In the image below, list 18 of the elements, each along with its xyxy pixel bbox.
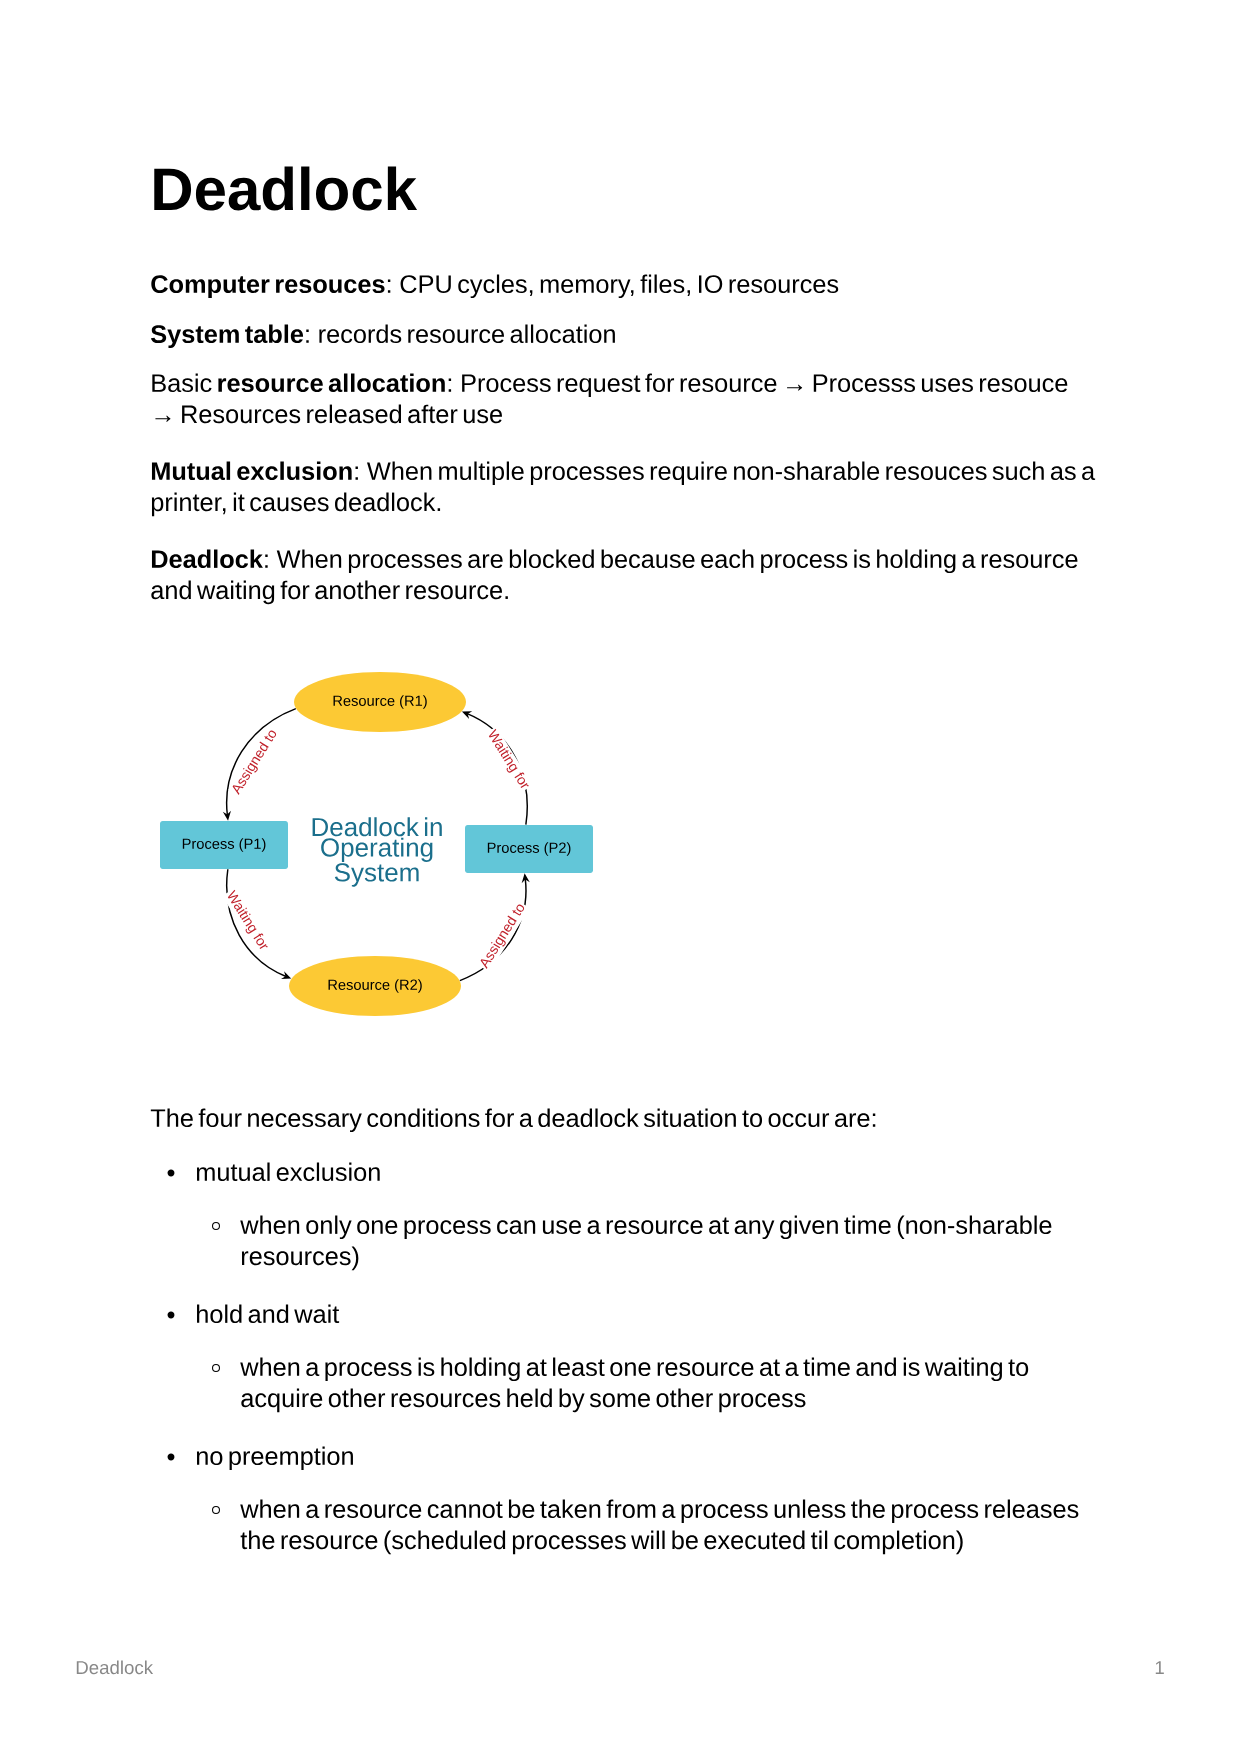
page-title: Deadlock [154,166,418,211]
bullet-item: when only one process can use a resource at any given time (non-sharable resources) [240,1215,1052,1271]
process-box: Process (P2) [465,825,593,873]
paragraph: System table: records resource allocation [151,324,615,349]
center-label: Deadlock in Operating System [312,817,442,887]
paragraph: The four necessary conditions for a deadlock situation to occur are: [150,1108,876,1133]
paragraph: Basic resource allocation: Process request for resource → Processs uses resouce → Resources released after use [152,373,1068,424]
footer-text: Deadlock [76,1660,154,1675]
paragraph: Deadlock: When processes are blocked because each process is holding a resource and waiting for another resource. [151,549,1078,605]
bullet-item: no preemption [196,1446,353,1471]
bullet-item: when a resource cannot be taken from a process unless the process releases the resource (scheduled processes will be executed til completion) [240,1499,1079,1555]
process-box: Process (P1) [160,821,288,869]
page-number: 1 [1155,1661,1164,1674]
bullet-item: mutual exclusion [196,1162,380,1182]
paragraph: Computer resouces: CPU cycles, memory, files, IO resources [151,274,839,299]
paragraph: Mutual exclusion: When multiple processes require non-sharable resouces such as a printer, it causes deadlock. [151,461,1096,517]
bullet-item: hold and wait [197,1304,340,1324]
bullet-item: when a process is holding at least one resource at a time and is waiting to acquire other resources held by some other process [240,1357,1029,1413]
